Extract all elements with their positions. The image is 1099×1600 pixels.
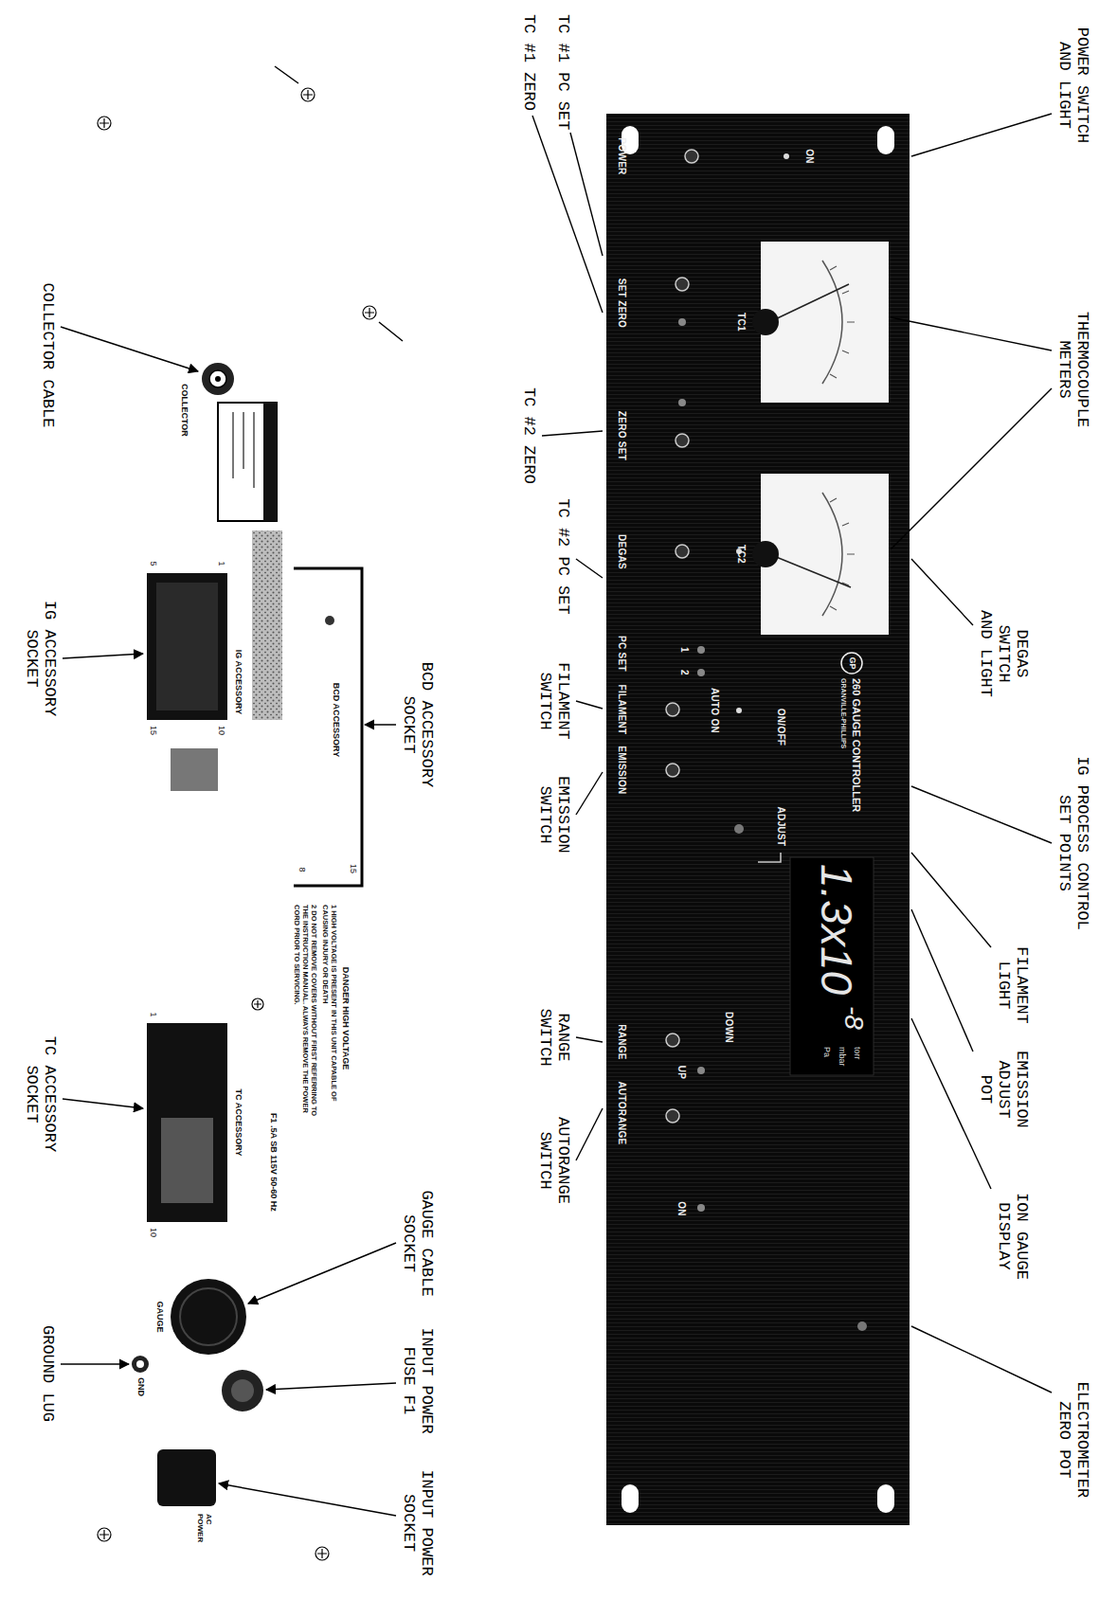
callout-label: FILAMENT SWITCH: [536, 653, 573, 749]
panel-legend: TC2: [735, 535, 747, 574]
connector-label: TC ACCESSORY: [233, 1065, 244, 1180]
callout-label: BCD ACCESSORY SOCKET: [399, 653, 436, 796]
pin-number: 1: [147, 1008, 159, 1022]
panel-legend: ADJUST: [774, 800, 787, 853]
pin-number: 15: [147, 721, 159, 739]
brand-name: 260 GAUGE CONTROLLER: [849, 678, 863, 849]
callout-label: TC ACCESSORY SOCKET: [22, 1023, 59, 1166]
callout-label: THERMOCOUPLE METERS: [1055, 303, 1092, 436]
rating-text: F1 .5A SB 115V 50-60 Hz: [268, 1113, 279, 1256]
bcd-socket: [293, 568, 362, 886]
tc-accessory-socket: [146, 1023, 228, 1223]
brand-logo: GP: [846, 651, 858, 675]
callout-label: TC #1 ZERO: [520, 14, 539, 147]
panel-legend: EMISSION: [615, 740, 628, 800]
pin-number: 1: [216, 557, 227, 571]
callout-label: POWER SWITCH AND LIGHT: [1055, 14, 1092, 157]
leader-lines: [532, 113, 1052, 1393]
panel-legend: FILAMENT: [615, 680, 628, 739]
panel-legend: ON: [803, 142, 815, 171]
leader-arrows: [60, 326, 397, 1516]
unit-legend: torr: [851, 1046, 863, 1074]
panel-legend: 2: [678, 666, 690, 679]
panel-legend: AUTO ON: [708, 682, 721, 739]
pin-number: 10: [216, 721, 227, 739]
thermocouple-meter: [752, 473, 889, 635]
connector-label: IG ACCESSORY: [233, 625, 244, 739]
warning-text: DANGER HIGH VOLTAGE: [340, 909, 351, 1128]
display-digits: -8: [839, 1006, 868, 1045]
display-digits: 1.3x10: [812, 864, 861, 1007]
callout-label: COLLECTOR CABLE: [38, 274, 57, 436]
callout-label: IG PROCESS CONTROL SET POINTS: [1055, 748, 1092, 938]
panel-legend: RANGE: [615, 1018, 628, 1066]
callout-label: IG ACCESSORY SOCKET: [22, 587, 59, 730]
panel-legend: DEGAS: [615, 525, 628, 578]
panel-legend: ZERO SET: [615, 402, 628, 469]
connector-label: GAUGE: [154, 1293, 165, 1341]
id-plate: [217, 402, 277, 522]
unit-legend: mbar: [836, 1046, 847, 1074]
panel-legend: UP: [675, 1059, 687, 1086]
panel-legend: 1: [678, 644, 690, 656]
front-panel: [606, 113, 910, 1526]
panel-legend: PC SET: [615, 630, 628, 678]
connector-label: BCD ACCESSORY: [330, 653, 342, 787]
callout-label: DEGAS SWITCH AND LIGHT: [976, 606, 1031, 702]
collector-bnc: [201, 362, 235, 396]
callout-label: INPUT POWER FUSE F1: [399, 1321, 436, 1441]
callout-label: INPUT POWER SOCKET: [399, 1463, 436, 1583]
pin-number: 10: [147, 1224, 159, 1242]
warning-text: 2 DO NOT REMOVE COVERS WITHOUT FIRST REF…: [292, 904, 319, 1128]
connector-label: GND: [135, 1377, 146, 1406]
callout-label: ELECTROMETER ZERO POT: [1055, 1373, 1092, 1507]
ig-accessory-socket: [146, 573, 228, 792]
callout-label: RANGE SWITCH: [536, 994, 573, 1081]
callout-label: TC #2 PC SET: [554, 492, 573, 621]
pin-number: 15: [347, 858, 359, 880]
callout-label: ION GAUGE DISPLAY: [994, 1184, 1031, 1289]
warning-text: 1 HIGH VOLTAGE IS PRESENT IN THIS UNIT C…: [321, 904, 339, 1128]
connector-label: AC POWER: [196, 1513, 214, 1547]
gauge-cable-socket: [170, 1279, 247, 1355]
panel-legend: POWER: [615, 127, 628, 185]
panel-legend: DOWN: [722, 1006, 735, 1049]
thermocouple-meter: [752, 241, 889, 403]
callout-label: TC #1 PC SET: [554, 14, 573, 147]
callout-label: AUTORANGE SWITCH: [536, 1108, 573, 1213]
pin-number: 5: [147, 557, 159, 571]
rear-panel: [97, 66, 403, 1561]
panel-controls: [666, 149, 874, 1332]
panel-legend: SET ZERO: [615, 270, 628, 337]
panel-legend: ON: [675, 1195, 687, 1223]
unit-legend: Pa: [821, 1046, 832, 1074]
callout-label: EMISSION ADJUST POT: [976, 1042, 1031, 1137]
callout-label: GAUGE CABLE SOCKET: [399, 1184, 436, 1303]
ground-lug: [131, 1355, 149, 1373]
brand-name: GRANVILLE-PHILLIPS: [839, 678, 848, 849]
power-inlet: [157, 1449, 217, 1507]
callout-label: GROUND LUG: [38, 1316, 57, 1431]
connector-label: COLLECTOR: [179, 383, 190, 441]
callout-label: TC #2 ZERO: [520, 378, 539, 493]
panel-legend: TC1: [735, 303, 747, 342]
screw: [97, 88, 377, 1561]
speckled-strip: [252, 530, 283, 721]
fuse-holder: [221, 1369, 264, 1412]
pin-number: 8: [296, 860, 307, 880]
callout-label: FILAMENT LIGHT: [994, 937, 1031, 1033]
panel-legend: AUTORANGE: [615, 1075, 628, 1152]
callout-label: EMISSION SWITCH: [536, 767, 573, 863]
panel-legend: ON/OFF: [774, 701, 787, 754]
